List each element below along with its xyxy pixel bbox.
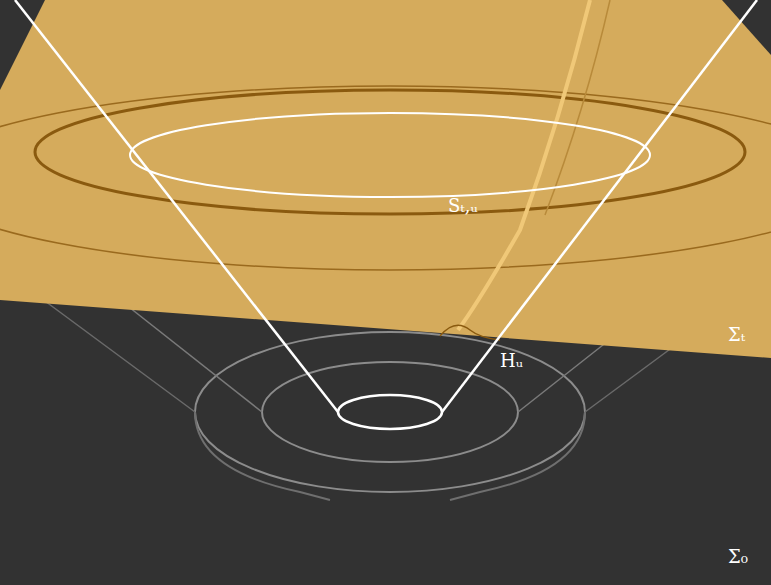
slice-label: Σₜ [728, 326, 745, 344]
light-cone [15, 0, 757, 429]
slice-plane [0, 0, 771, 358]
initial-slice-label: Σ₀ [728, 548, 748, 566]
hypersurface-label: Hᵤ [500, 352, 523, 370]
surface-label: Sₜ,ᵤ [448, 197, 478, 215]
plane-contours [0, 0, 771, 340]
